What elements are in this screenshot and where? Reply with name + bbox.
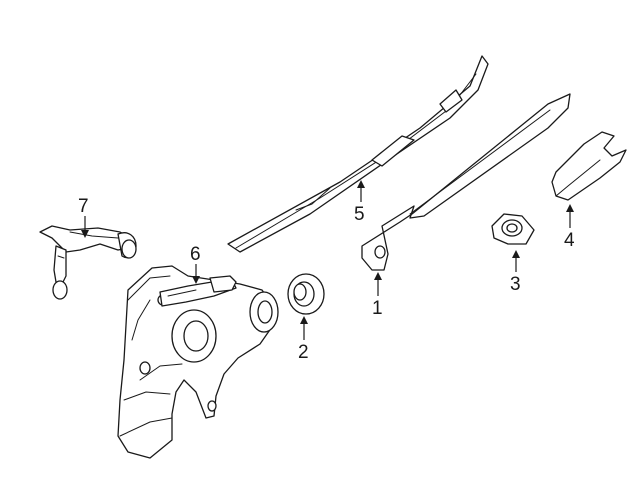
callout-3: 3	[510, 250, 521, 295]
wiper-motor	[117, 265, 279, 459]
callout-label: 1	[372, 298, 383, 319]
callout-label: 6	[190, 244, 201, 265]
callout-4: 4	[564, 204, 575, 251]
part-4-cap	[551, 131, 627, 201]
callout-7: 7	[78, 196, 89, 238]
callout-1: 1	[372, 272, 383, 319]
callout-label: 4	[564, 230, 575, 251]
callout-label: 2	[298, 342, 309, 363]
callout-label: 3	[510, 274, 521, 295]
callout-label: 5	[354, 204, 365, 225]
part-7-bracket	[39, 225, 137, 300]
part-1-wiper-arm	[361, 93, 571, 271]
part-2-grommet	[287, 273, 325, 315]
callout-5: 5	[354, 180, 365, 225]
callout-2: 2	[298, 316, 309, 363]
callout-6: 6	[190, 244, 201, 284]
part-3-nut	[491, 213, 535, 245]
callout-label: 7	[78, 196, 89, 217]
part-5-wiper-blade	[227, 55, 489, 253]
